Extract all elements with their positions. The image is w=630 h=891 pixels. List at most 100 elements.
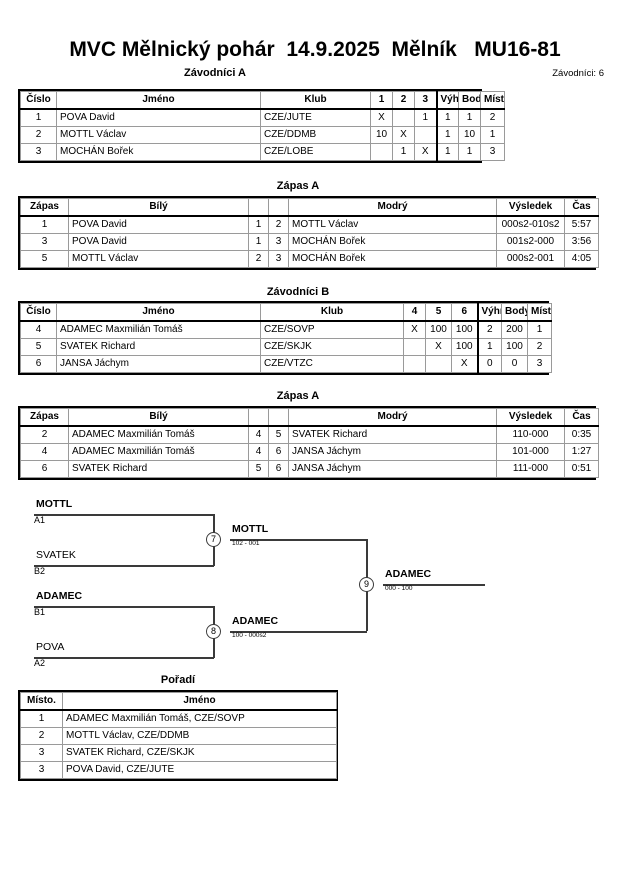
cell-match-0 — [403, 355, 426, 373]
cell-misto: 1 — [20, 709, 63, 728]
cell-cislo: 4 — [20, 320, 57, 339]
cell-vyhra: 1 — [435, 143, 459, 161]
cell-jmeno: JANSA Jáchym — [56, 355, 261, 373]
cell-modry: MOCHÁN Bořek — [288, 250, 497, 268]
table-header-row: Zápas Bílý Modrý Výsledek Čas — [20, 198, 599, 217]
col-vyhra: Výhra — [476, 303, 502, 322]
col-m2: 2 — [392, 91, 415, 110]
cell-vysledek: 001s2-000 — [496, 233, 565, 251]
cell-bily: SVATEK Richard — [68, 460, 249, 478]
cell-klub: CZE/LOBE — [260, 143, 371, 161]
cell-misto: 2 — [20, 727, 63, 745]
cell-jmeno: MOCHÁN Bořek — [56, 143, 261, 161]
bracket-entry-seed-1: B2 — [34, 566, 46, 576]
cell-misto: 3 — [527, 355, 552, 373]
col-cislo: Číslo — [20, 303, 57, 322]
cell-zapas: 4 — [20, 443, 69, 461]
cell-match-0: X — [370, 108, 393, 127]
bracket-winner-7: MOTTL — [232, 523, 269, 535]
col-cislo: Číslo — [20, 91, 57, 110]
cell-match-0 — [403, 338, 426, 356]
cell-bily: POVA David — [68, 215, 249, 234]
cell-modry: SVATEK Richard — [288, 425, 497, 444]
cell-cas: 0:51 — [564, 460, 599, 478]
cell-bily: ADAMEC Maxmilián Tomáš — [68, 443, 249, 461]
col-modry-num — [268, 198, 289, 217]
cell-cislo: 1 — [20, 108, 57, 127]
bracket-node-8: 8 — [206, 624, 221, 639]
cell-vyhra: 1 — [476, 338, 502, 356]
col-m1: 1 — [370, 91, 393, 110]
cell-cislo: 3 — [20, 143, 57, 161]
table-header-row: Zápas Bílý Modrý Výsledek Čas — [20, 408, 599, 427]
cell-jmeno: POVA David, CZE/JUTE — [62, 761, 337, 779]
cell-zapas: 3 — [20, 233, 69, 251]
cell-match-1: X — [392, 126, 415, 144]
cell-bily-num: 4 — [248, 425, 269, 444]
cell-body: 1 — [458, 143, 481, 161]
cell-klub: CZE/VTZC — [260, 355, 404, 373]
cell-bily-num: 1 — [248, 215, 269, 234]
cell-klub: CZE/JUTE — [260, 108, 371, 127]
cell-jmeno: SVATEK Richard — [56, 338, 261, 356]
cell-cislo: 5 — [20, 338, 57, 356]
header-subtitle: Závodníci A — [184, 67, 246, 79]
col-modry: Modrý — [288, 198, 497, 217]
elimination-bracket: MOTTL A1 SVATEK B2 7 MOTTL 102 - 001 ADA… — [0, 495, 630, 670]
table-header-row: Číslo Jméno Klub 4 5 6 Výhra Body Místo. — [20, 303, 552, 322]
col-klub: Klub — [260, 91, 371, 110]
bracket-rule-3 — [34, 657, 214, 659]
cell-body: 100 — [501, 338, 528, 356]
cell-match-0: X — [403, 320, 426, 339]
standings-caption: Pořadí — [160, 674, 196, 686]
bracket-entry-name-2: ADAMEC — [36, 590, 83, 602]
bracket-score-9: 000 - 100 — [385, 585, 413, 592]
col-m4: 4 — [403, 303, 426, 322]
bracket-entry-seed-3: A2 — [34, 658, 46, 668]
cell-jmeno: SVATEK Richard, CZE/SKJK — [62, 744, 337, 762]
col-body: Body — [501, 303, 528, 322]
bracket-score-7: 102 - 001 — [232, 540, 260, 547]
cell-match-1: 100 — [425, 320, 452, 339]
bracket-node-7: 7 — [206, 532, 221, 547]
cell-zapas: 2 — [20, 425, 69, 444]
cell-vyhra: 2 — [476, 320, 502, 339]
cell-misto: 1 — [480, 126, 505, 144]
col-jmeno: Jméno — [56, 91, 261, 110]
col-bily-num — [248, 408, 269, 427]
cell-bily: MOTTL Václav — [68, 250, 249, 268]
cell-klub: CZE/DDMB — [260, 126, 371, 144]
cell-bily-num: 4 — [248, 443, 269, 461]
bracket-rule-2 — [34, 606, 214, 608]
col-modry: Modrý — [288, 408, 497, 427]
cell-vysledek: 110-000 — [496, 425, 565, 444]
matches-a-caption: Zápas A — [276, 180, 320, 192]
cell-bily: ADAMEC Maxmilián Tomáš — [68, 425, 249, 444]
cell-cas: 1:27 — [564, 443, 599, 461]
cell-match-2: 100 — [451, 320, 478, 339]
col-body: Body — [458, 91, 481, 110]
cell-vysledek: 101-000 — [496, 443, 565, 461]
cell-jmeno: POVA David — [56, 108, 261, 127]
col-vyhra: Výhra — [435, 91, 459, 110]
bracket-entry-seed-2: B1 — [34, 607, 46, 617]
cell-match-1 — [425, 355, 452, 373]
